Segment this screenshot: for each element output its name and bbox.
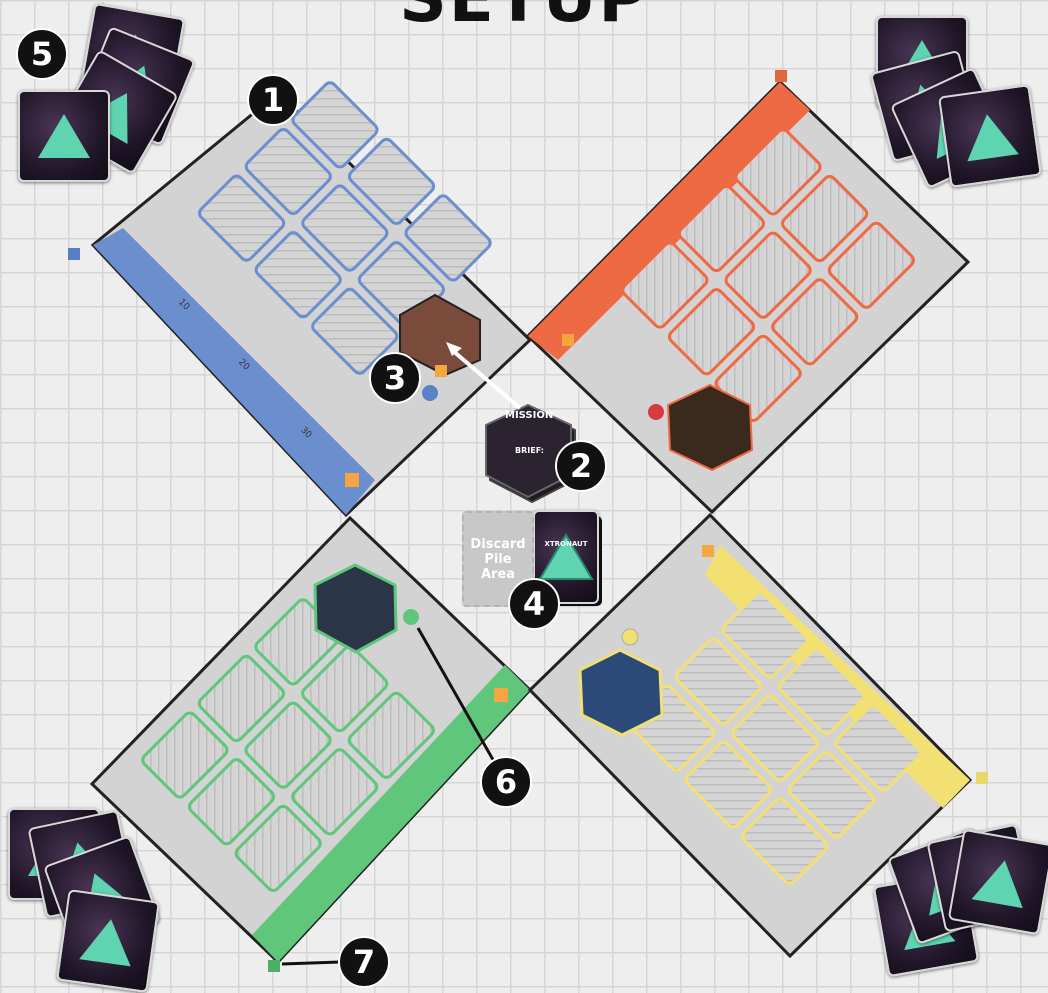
- hand-card: [948, 829, 1048, 936]
- xtronaut-logo-icon: [957, 106, 1024, 166]
- green-cube[interactable]: [268, 960, 280, 972]
- xtronaut-logo-icon: [967, 851, 1035, 913]
- orange-cube[interactable]: [775, 70, 787, 82]
- hand-card: [18, 90, 110, 182]
- marker-2: 2: [555, 440, 607, 492]
- leader-line-7: [282, 962, 340, 964]
- marker-3: 3: [369, 352, 421, 404]
- deck-logo-text: XTRONAUT: [535, 540, 597, 548]
- marker-5: 5: [16, 28, 68, 80]
- xtronaut-logo-icon: [34, 110, 94, 162]
- marker-6: 6: [480, 756, 532, 808]
- discard-label-1: Discard: [470, 537, 525, 552]
- marker-1: 1: [247, 74, 299, 126]
- hand-card: [56, 889, 160, 993]
- player-board-blue: [93, 80, 530, 515]
- marker-4: 4: [508, 578, 560, 630]
- discard-label-2: Pile: [484, 552, 511, 567]
- discard-label-3: Area: [481, 567, 515, 582]
- xtronaut-logo-icon: [536, 531, 596, 583]
- xtronaut-logo-icon: [75, 911, 142, 971]
- yellow-cube[interactable]: [976, 772, 988, 784]
- mission-card-brief: BRIEF:: [515, 446, 544, 455]
- mission-card-title: MISSION: [505, 410, 553, 421]
- marker-7: 7: [338, 936, 390, 988]
- blue-cube[interactable]: [68, 248, 80, 260]
- hand-card: [938, 84, 1042, 188]
